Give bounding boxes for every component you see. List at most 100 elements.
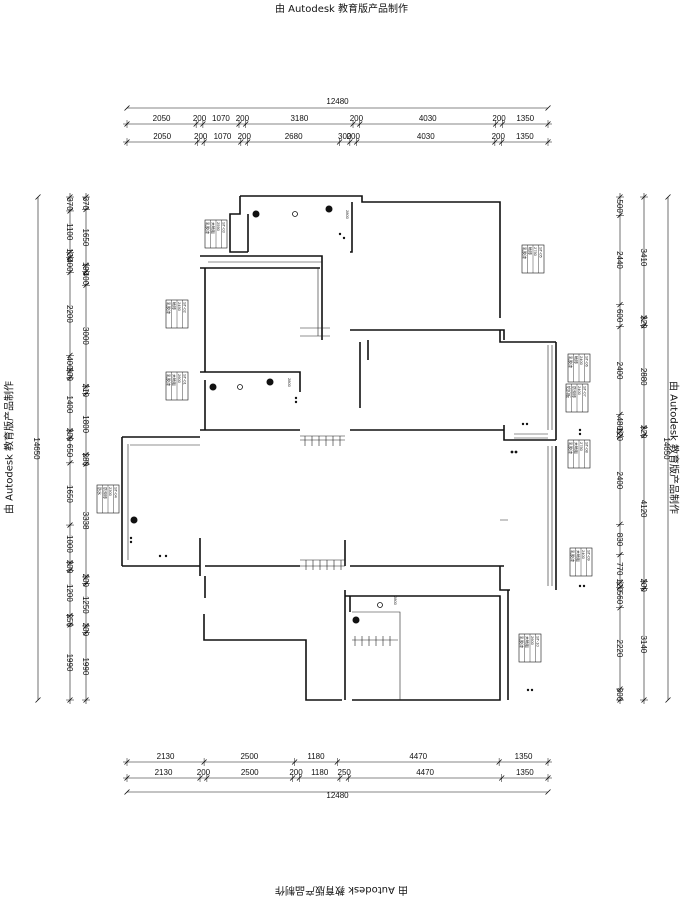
room-tag-text: ST-01	[183, 374, 188, 385]
light-fixture	[352, 616, 360, 624]
dimension-label: 2220	[615, 639, 624, 657]
dimension-label: 120	[615, 428, 624, 442]
light-fixture	[325, 205, 333, 213]
room-tag-text: 地砖	[574, 356, 580, 364]
room-tag-text: 乳胶漆	[519, 636, 525, 648]
room-tag-text: 乳胶漆	[568, 356, 574, 368]
dimension-label: 130	[65, 248, 74, 262]
dimension-label: 2130	[157, 752, 175, 761]
dimension-label: 370	[65, 197, 74, 211]
dimension-label: 400	[65, 258, 74, 272]
dimension-label: 2050	[153, 114, 171, 123]
room-tag-text: 2750	[579, 442, 584, 452]
dimension-label: 280	[81, 453, 90, 467]
room-tag-text: ST-03	[222, 222, 227, 233]
fixtures: 2800 2800 2800	[129, 205, 586, 692]
dimension-label: 200	[65, 368, 74, 382]
dimension-label: 770	[615, 562, 624, 576]
dimension-label: 3180	[290, 114, 308, 123]
dimension-label: 600	[615, 309, 624, 323]
room-tag-text: 2400	[581, 550, 586, 560]
dimension-label: 830	[615, 533, 624, 547]
dimension-label: 1100	[65, 223, 74, 241]
dimension-label: 250	[65, 614, 74, 628]
dimension-label: 3410	[639, 249, 648, 267]
room-tag-text: 乳胶漆	[570, 550, 576, 562]
room-tag-text: 防滑砖	[103, 487, 109, 499]
dimension-label: 4030	[419, 114, 437, 123]
dimension-label: 220	[639, 425, 648, 439]
dimension-label: 200	[65, 560, 74, 574]
dimension-label: 1800	[81, 415, 90, 433]
light-fixture	[209, 383, 217, 391]
dimension-label: 210	[81, 384, 90, 398]
dimension-label: 200	[65, 428, 74, 442]
dimension-line	[665, 697, 671, 703]
dimension-label: 2440	[615, 251, 624, 269]
dimension-label: 1400	[65, 395, 74, 413]
top-total-dimension: 12480	[326, 97, 349, 106]
dimension-label: 1200	[65, 584, 74, 602]
dimension-label: 2400	[615, 471, 624, 489]
room-tag-text: 木地板	[172, 374, 178, 386]
dimension-label: 1180	[311, 768, 329, 777]
dimension-label: 560	[615, 591, 624, 605]
dimension-line	[124, 105, 130, 111]
dimension-label: 1350	[516, 114, 534, 123]
dimension-label: 220	[639, 315, 648, 329]
wall-details	[127, 261, 553, 700]
dimension-label: 200	[193, 114, 207, 123]
dimension-label: 3338	[81, 512, 90, 530]
fixture-label: 2800	[393, 596, 398, 606]
dimension-label: 2050	[153, 132, 171, 141]
room-tag-text: 2600	[177, 374, 182, 384]
room-tag-text: ST-02	[183, 302, 188, 313]
dimension-line	[665, 194, 671, 200]
dimension-label: 650	[65, 444, 74, 458]
dimension-label: 4030	[417, 132, 435, 141]
room-tags: ST-032590木地板乳胶漆ST-022450地砖乳胶漆ST-012600木地…	[96, 219, 593, 663]
ceiling-light	[292, 211, 298, 217]
dimension-label: 200	[81, 623, 90, 637]
dimension-label: 1070	[214, 132, 232, 141]
dimension-label: 1000	[65, 535, 74, 553]
room-tag-text: 铝扣板	[566, 386, 572, 398]
dimension-label: 200	[350, 114, 364, 123]
dimension-label: 200	[639, 578, 648, 592]
dimension-label: 120	[615, 578, 624, 592]
room-tag-text: ST-08	[585, 442, 590, 453]
walls	[121, 195, 557, 701]
room-tag-text: 2400	[577, 386, 582, 396]
room-tag-text: 木地板	[576, 550, 582, 562]
dimension-label: 2880	[639, 368, 648, 386]
room-tag-text: 乳胶漆	[166, 302, 172, 314]
dimension-label: 250	[338, 768, 352, 777]
room-tag-text: ST-04	[114, 487, 119, 498]
room-tag-text: ST-05	[539, 247, 544, 258]
room-tag-text: ST-09	[587, 550, 592, 561]
dimension-label: 500	[615, 199, 624, 213]
bottom-total-dimension: 12480	[326, 791, 349, 800]
dimension-label: 200	[238, 132, 252, 141]
dimension-label: 4470	[409, 752, 427, 761]
room-tag-text: 地砖	[528, 247, 534, 255]
dimension-line	[35, 697, 41, 703]
dimension-line	[124, 789, 130, 795]
room-tag-text: 乳胶漆	[205, 222, 211, 234]
left-total-dimension: 14650	[32, 437, 41, 460]
dimension-label: 2500	[241, 768, 259, 777]
room-tag-text: ST-06	[585, 356, 590, 367]
fixture-label: 2800	[345, 210, 350, 220]
watermark-top: 由 Autodesk 教育版产品制作	[274, 4, 409, 15]
room-tag-text: 2590	[216, 222, 221, 232]
dimension-label: 200	[194, 132, 208, 141]
dimension-label: 370	[81, 197, 90, 211]
room-tag-text: 乳胶漆	[568, 442, 574, 454]
